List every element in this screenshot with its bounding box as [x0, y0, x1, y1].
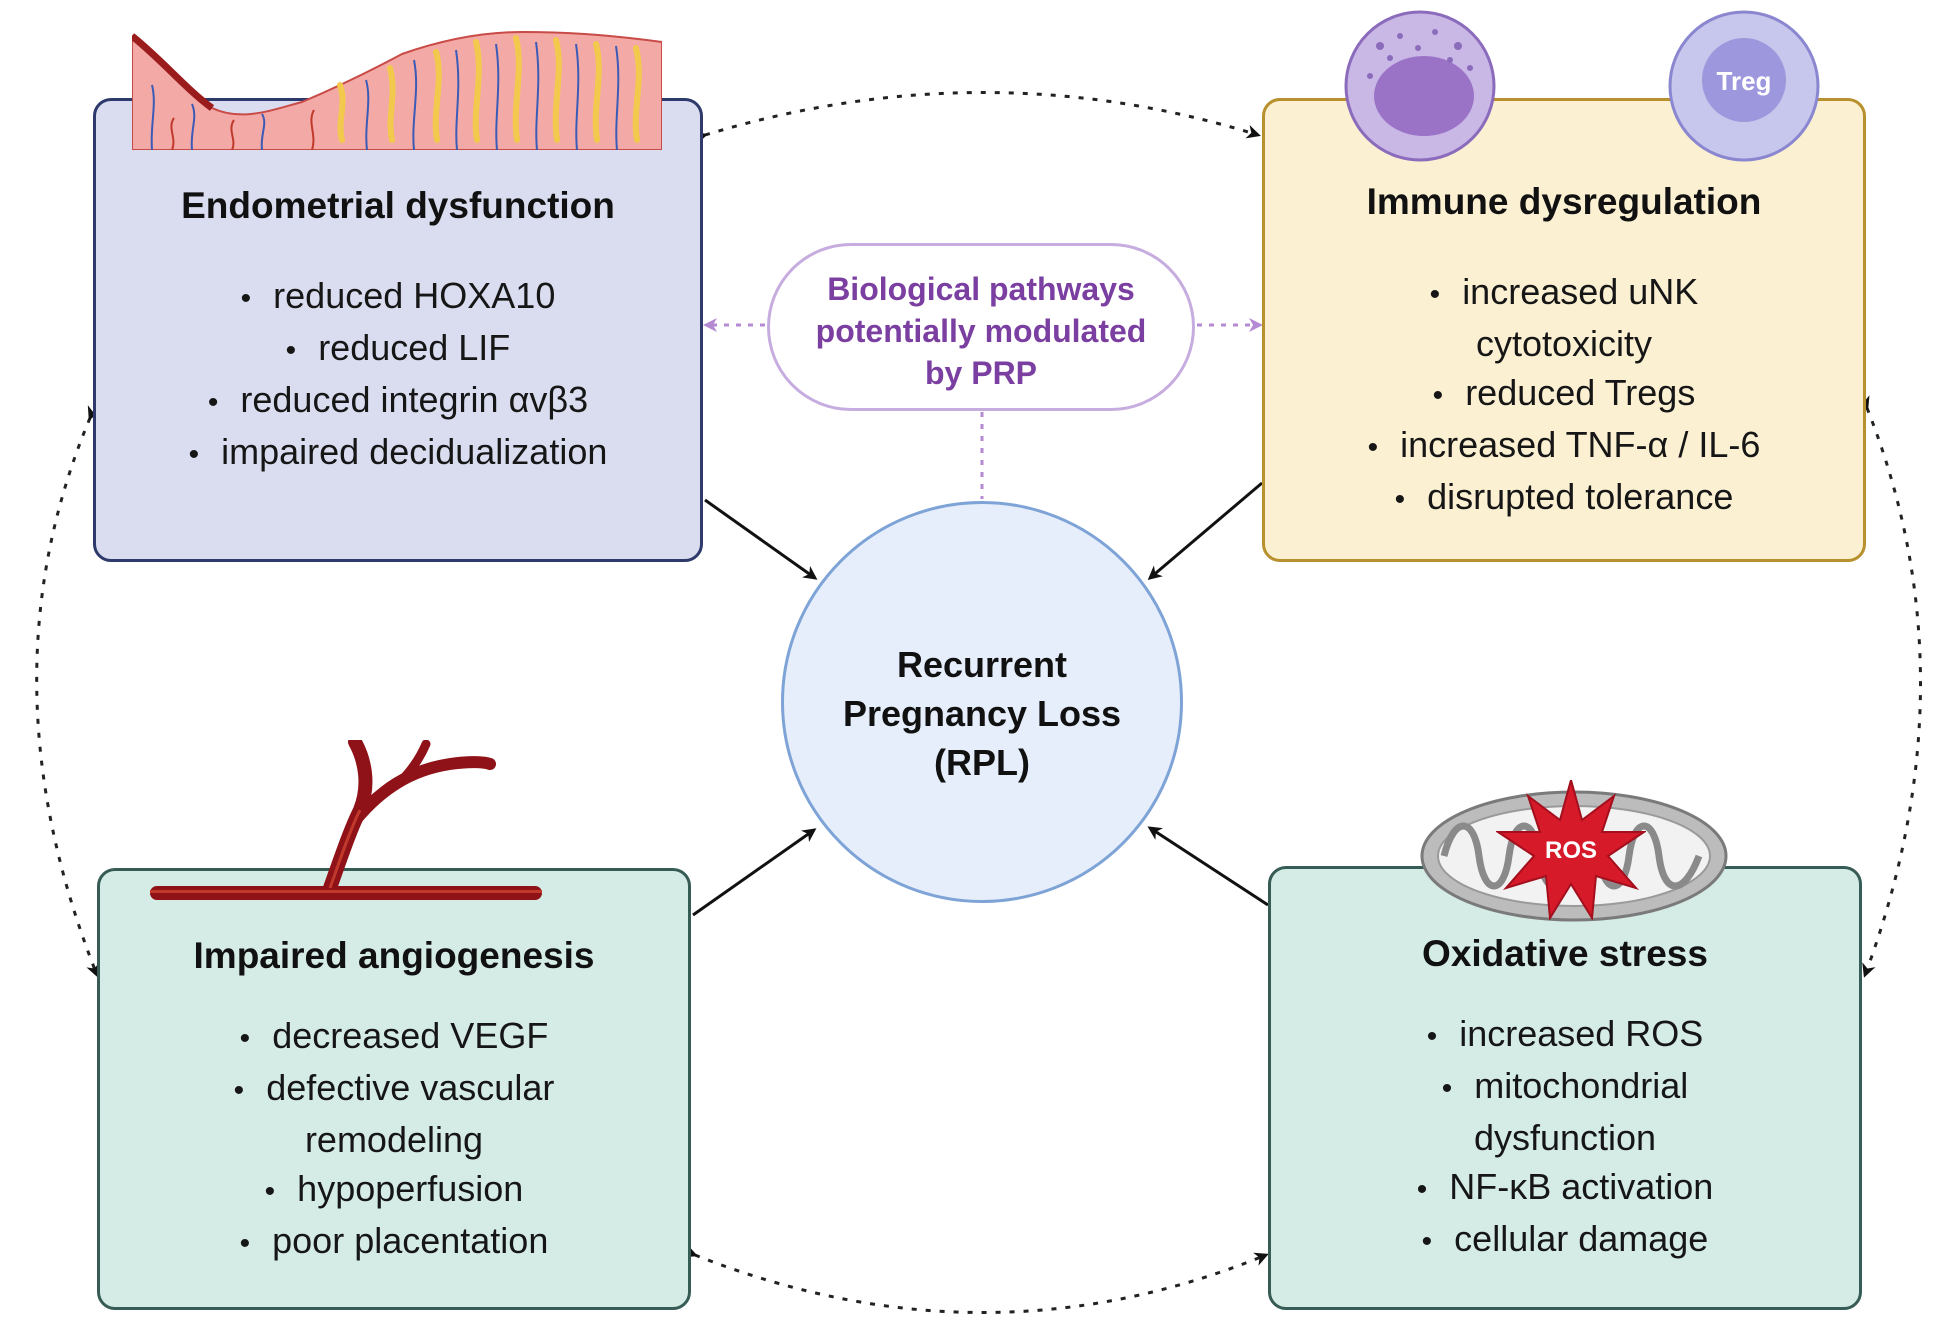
immune-dysregulation-box: Immune dysregulation increased uNKcytoto… — [1262, 98, 1866, 562]
endometrial-item: reduced integrin αvβ3 — [96, 375, 700, 427]
cycle-arrow-right — [1856, 395, 1922, 978]
immune-item: increased TNF-α / IL-6 — [1265, 420, 1863, 472]
treg-label: Treg — [1717, 66, 1772, 96]
endometrial-title: Endometrial dysfunction — [181, 185, 615, 226]
uNK-cell-icon — [1344, 10, 1496, 162]
endometrial-dysfunction-box: Endometrial dysfunction reduced HOXA10 r… — [93, 98, 703, 562]
ros-star-icon: ROS — [1496, 780, 1646, 920]
immune-item: reduced Tregs — [1265, 368, 1863, 420]
endometrial-item: impaired decidualization — [96, 427, 700, 479]
arrow-oxid-to-rpl — [1147, 826, 1269, 907]
rpl-label: Recurrent Pregnancy Loss (RPL) — [842, 644, 1122, 783]
cycle-arrow-left — [35, 405, 101, 978]
cycle-arrow-top — [692, 91, 1261, 145]
arrow-angio-to-rpl — [692, 828, 817, 917]
oxidative-item: increased ROS — [1271, 1009, 1859, 1061]
blood-vessel-icon — [150, 740, 542, 900]
oxidative-item: NF-κB activation — [1271, 1162, 1859, 1214]
treg-cell-icon: Treg — [1668, 10, 1820, 162]
angiogenesis-list: decreased VEGF defective vascularremodel… — [100, 1011, 688, 1268]
arrow-immune-to-rpl — [1147, 481, 1263, 580]
angiogenesis-item: decreased VEGF — [100, 1011, 688, 1063]
endometrial-item: reduced HOXA10 — [96, 271, 700, 323]
prp-modulator-pill: Biological pathways potentially modulate… — [767, 243, 1195, 411]
oxidative-stress-box: Oxidative stress increased ROS mitochond… — [1268, 866, 1862, 1310]
immune-title: Immune dysregulation — [1366, 181, 1762, 222]
ros-label: ROS — [1545, 837, 1597, 864]
endometrium-illustration — [132, 30, 662, 150]
angiogenesis-item: hypoperfusion — [100, 1164, 688, 1216]
endometrial-item: reduced LIF — [96, 323, 700, 375]
oxidative-title: Oxidative stress — [1422, 933, 1708, 974]
angiogenesis-item: poor placentation — [100, 1216, 688, 1268]
oxidative-item: cellular damage — [1271, 1214, 1859, 1266]
rpl-center-node: Recurrent Pregnancy Loss (RPL) — [781, 501, 1183, 903]
prp-modulator-label: Biological pathways potentially modulate… — [815, 271, 1147, 391]
impaired-angiogenesis-box: Impaired angiogenesis decreased VEGF def… — [97, 868, 691, 1310]
endometrial-list: reduced HOXA10 reduced LIF reduced integ… — [96, 271, 700, 479]
angiogenesis-title: Impaired angiogenesis — [193, 935, 595, 976]
cycle-arrow-bottom — [682, 1244, 1269, 1314]
immune-item: disrupted tolerance — [1265, 472, 1863, 524]
arrow-endometrial-to-rpl — [704, 498, 818, 580]
